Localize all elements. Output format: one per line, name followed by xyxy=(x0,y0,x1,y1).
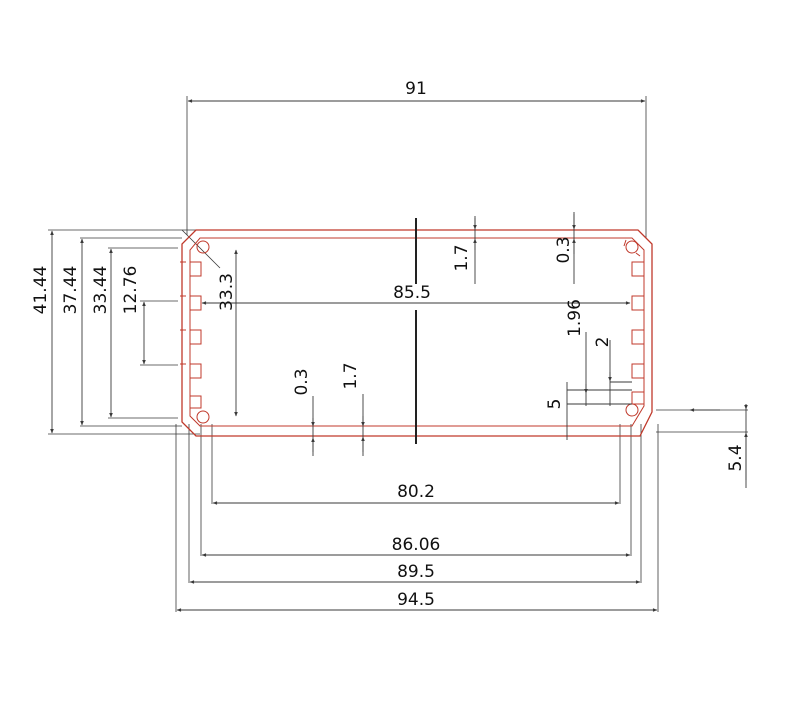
dim-80-2: 80.2 xyxy=(397,482,435,502)
dim-33-3: 33.3 xyxy=(217,273,237,311)
dimension-labels: 91 85.5 80.2 86.06 89.5 94.5 41.44 37.44… xyxy=(31,79,746,610)
extension-lines xyxy=(48,96,748,612)
dim-41-44: 41.44 xyxy=(31,266,51,315)
dim-2: 2 xyxy=(593,337,613,348)
dim-91: 91 xyxy=(405,79,427,99)
dim-5: 5 xyxy=(545,399,565,410)
screw-hole-bottom-right xyxy=(625,403,639,417)
dim-1-96: 1.96 xyxy=(565,299,585,337)
dim-33-44: 33.44 xyxy=(91,266,111,315)
right-fins xyxy=(631,261,644,405)
dim-1-7-bottom: 1.7 xyxy=(341,362,361,389)
dim-0-3-bottom: 0.3 xyxy=(292,368,312,395)
profile-outline xyxy=(180,229,653,437)
dim-86-06: 86.06 xyxy=(392,535,441,555)
dim-5-4: 5.4 xyxy=(726,444,746,471)
dim-1-7-top: 1.7 xyxy=(452,244,472,271)
dimension-lines xyxy=(50,99,748,612)
dim-85-5: 85.5 xyxy=(393,283,431,303)
dim-12-76: 12.76 xyxy=(121,266,141,315)
screw-hole-top-left xyxy=(196,240,210,254)
dim-94-5: 94.5 xyxy=(397,590,435,610)
screw-hole-bottom-left xyxy=(196,410,210,424)
screw-hole-top-right xyxy=(625,240,639,254)
dim-89-5: 89.5 xyxy=(397,562,435,582)
dim-37-44: 37.44 xyxy=(61,266,81,315)
dim-0-3-top: 0.3 xyxy=(554,236,574,263)
left-fins xyxy=(180,261,202,409)
